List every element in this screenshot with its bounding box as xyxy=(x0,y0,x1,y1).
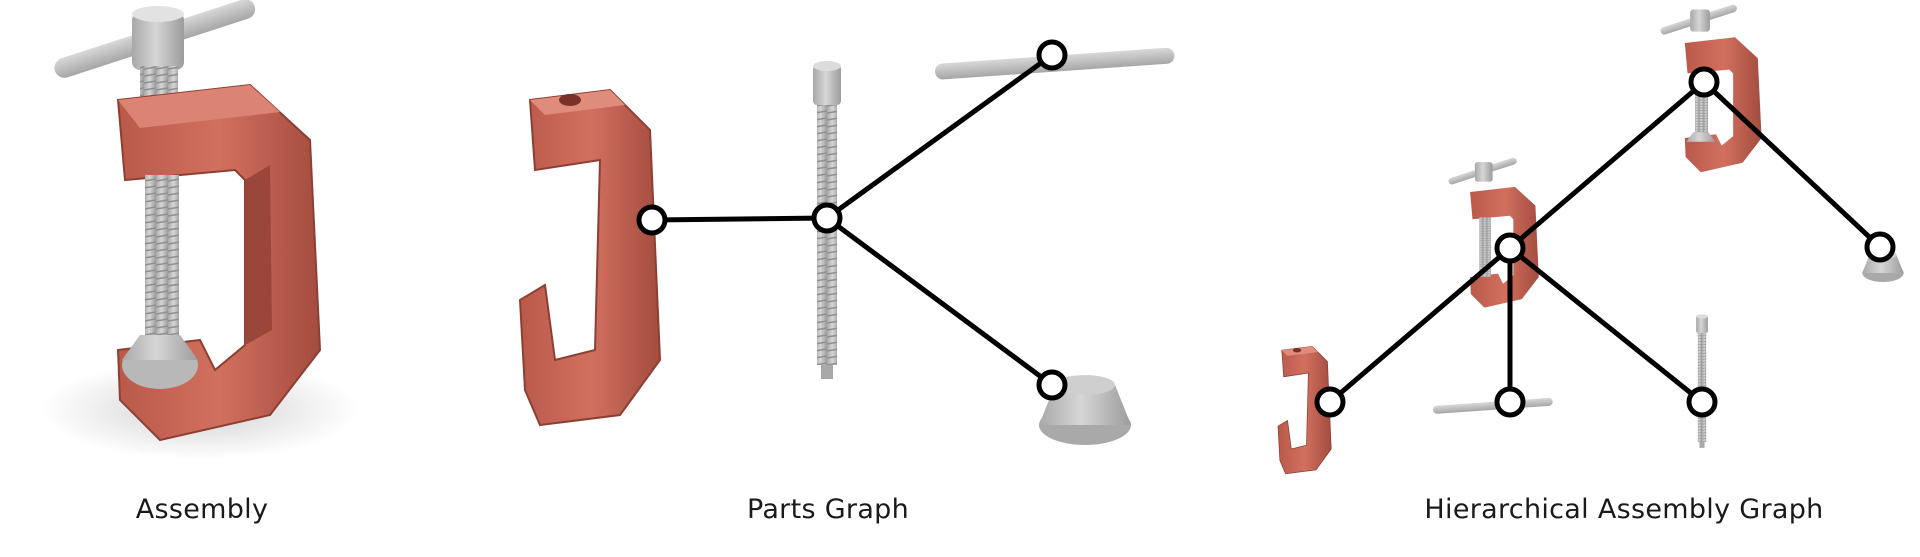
parts-graph xyxy=(519,39,1175,445)
caption-parts-graph: Parts Graph xyxy=(746,494,910,525)
parts-node-c-frame xyxy=(636,204,668,236)
hier-node-sub-assembly xyxy=(1494,232,1526,264)
parts-node-t-handle xyxy=(1036,39,1068,71)
parts-node-swivel-pad xyxy=(1036,369,1068,401)
parts-edge-pad xyxy=(824,215,1055,388)
hier-node-t-handle xyxy=(1494,386,1526,418)
hier-edge-sub-frame xyxy=(1327,245,1513,405)
hier-edge-root-sub xyxy=(1507,79,1707,251)
hier-node-threaded-screw xyxy=(1686,386,1718,418)
assembly-render xyxy=(40,0,360,460)
thumb-t-handle xyxy=(1432,397,1553,414)
hier-edge-sub-screw xyxy=(1507,245,1705,405)
parts-node-screw xyxy=(811,202,843,234)
hier-node-full-assembly xyxy=(1688,66,1720,98)
hierarchical-graph xyxy=(1277,4,1904,475)
hier-node-swivel-pad xyxy=(1864,231,1896,263)
hier-edge-root-pad xyxy=(1701,79,1883,250)
caption-assembly: Assembly xyxy=(135,494,269,525)
parts-edge-handle xyxy=(824,52,1055,221)
hier-node-c-frame xyxy=(1314,386,1346,418)
thumb-sub-assembly xyxy=(1448,157,1539,308)
thumb-threaded-screw xyxy=(1696,314,1708,448)
parts-edge-frame xyxy=(649,215,830,223)
part-c-frame xyxy=(519,89,661,426)
caption-hierarchical-assembly-graph: Hierarchical Assembly Graph xyxy=(1424,494,1824,525)
